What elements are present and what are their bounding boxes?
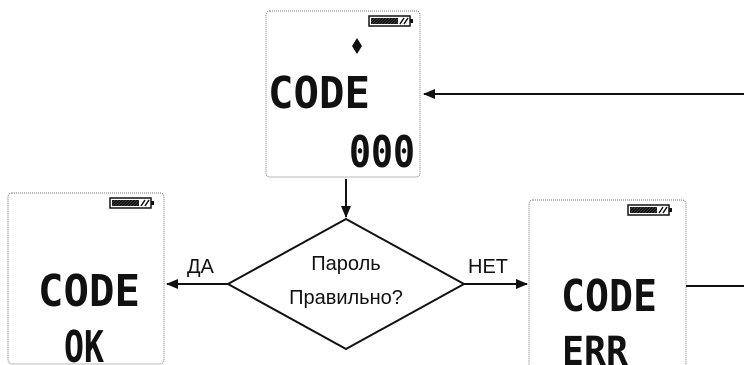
screen-line2: OK <box>64 322 104 365</box>
screen-line1: CODE <box>561 271 657 322</box>
up-down-arrow-icon <box>352 38 362 54</box>
lcd-screen-code-entry: CODE 000 <box>265 10 421 178</box>
screen-line2: 000 <box>349 127 415 178</box>
screen-line1: CODE <box>38 266 140 317</box>
lcd-screen-code-error: CODE ERR <box>528 199 687 365</box>
battery-icon <box>627 204 672 216</box>
decision-node: Пароль Правильно? <box>225 217 467 351</box>
decision-diamond <box>225 217 467 351</box>
screen-line1: CODE <box>268 68 370 119</box>
branch-label-no: НЕТ <box>468 256 508 278</box>
screen-frame <box>528 199 687 365</box>
branch-label-yes: ДА <box>187 256 215 278</box>
screen-frame <box>265 10 421 178</box>
screen-line2: ERR <box>562 329 629 365</box>
lcd-screen-code-ok: CODE OK <box>7 192 165 365</box>
decision-line2: Правильно? <box>289 287 403 309</box>
battery-icon <box>109 197 154 209</box>
decision-line1: Пароль <box>311 253 380 275</box>
screen-frame <box>7 192 165 365</box>
battery-icon <box>368 15 413 27</box>
